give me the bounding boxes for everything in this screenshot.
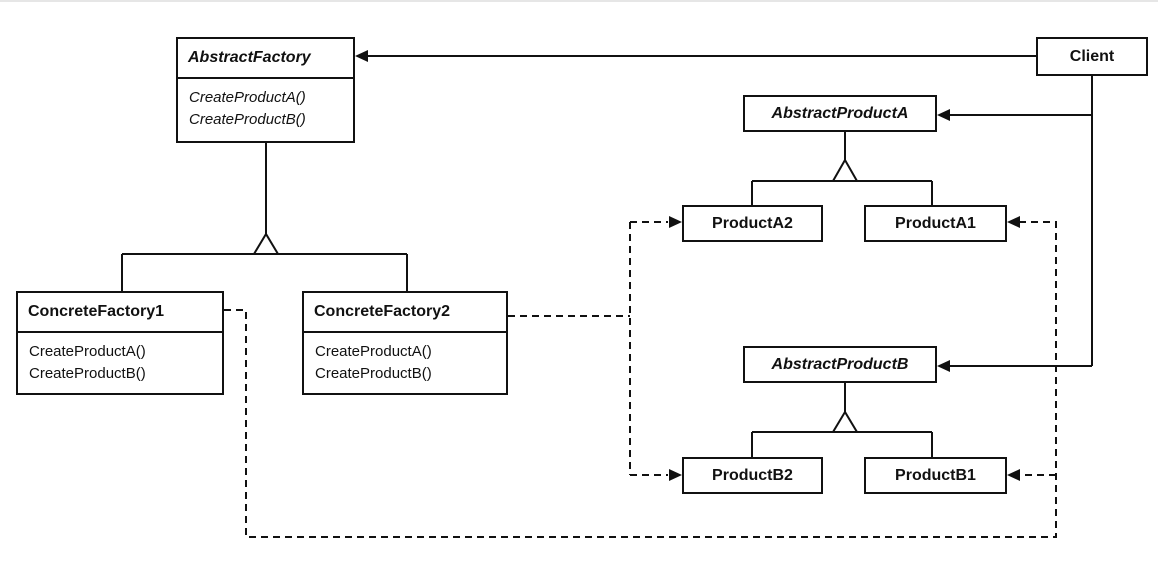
class-name: ProductA1 — [895, 214, 976, 232]
class-name: AbstractProductB — [771, 355, 909, 373]
operation: CreateProductB() — [29, 365, 146, 382]
operation: CreateProductA() — [189, 89, 306, 106]
class-name: ProductB2 — [712, 466, 793, 484]
operation: CreateProductB() — [189, 111, 306, 128]
class-operations: CreateProductA() CreateProductB() — [304, 331, 506, 385]
class-name: ProductB1 — [895, 466, 976, 484]
class-name: ConcreteFactory1 — [28, 303, 165, 320]
dep-concretefactory1-loop — [224, 221, 1057, 538]
inheritance-triangle-abstractproducta — [831, 157, 859, 182]
inheritance-triangle-abstractproductb — [831, 410, 859, 433]
arrowhead-productb2 — [669, 469, 682, 481]
class-operations: CreateProductA() CreateProductB() — [18, 331, 222, 385]
class-producta2: ProductA2 — [682, 205, 823, 242]
class-producta1: ProductA1 — [864, 205, 1007, 242]
inheritance-triangle-abstractfactory — [252, 232, 280, 255]
class-operations: CreateProductA() CreateProductB() — [178, 77, 353, 131]
class-client: Client — [1036, 37, 1148, 76]
class-name: Client — [1069, 47, 1115, 65]
class-abstractproducta: AbstractProductA — [743, 95, 937, 132]
class-productb1: ProductB1 — [864, 457, 1007, 494]
top-rule — [0, 0, 1158, 2]
arrowhead-abstractproducta — [937, 109, 950, 121]
class-name: AbstractFactory — [188, 49, 311, 66]
class-productb2: ProductB2 — [682, 457, 823, 494]
arrowhead-abstractfactory — [355, 50, 368, 62]
arrowhead-producta2 — [669, 216, 682, 228]
arrowhead-abstractproductb — [937, 360, 950, 372]
operation: CreateProductB() — [315, 365, 432, 382]
class-concretefactory2: ConcreteFactory2 CreateProductA() Create… — [302, 291, 508, 395]
class-name: ConcreteFactory2 — [314, 303, 451, 320]
arrowhead-producta1 — [1007, 216, 1020, 228]
operation: CreateProductA() — [29, 343, 146, 360]
class-name: ProductA2 — [712, 214, 793, 232]
class-concretefactory1: ConcreteFactory1 CreateProductA() Create… — [16, 291, 224, 395]
class-abstractproductb: AbstractProductB — [743, 346, 937, 383]
arrowhead-productb1 — [1007, 469, 1020, 481]
operation: CreateProductA() — [315, 343, 432, 360]
class-name: AbstractProductA — [771, 104, 909, 122]
class-abstractfactory: AbstractFactory CreateProductA() CreateP… — [176, 37, 355, 143]
